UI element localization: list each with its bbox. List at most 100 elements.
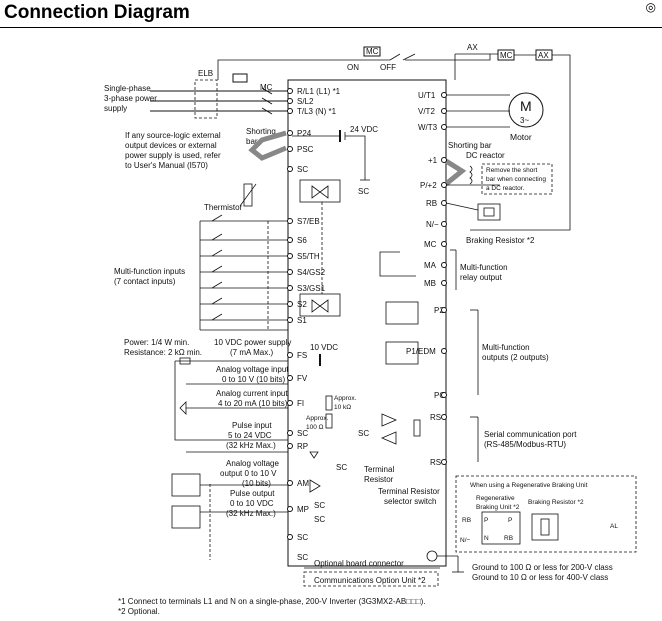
terminal-p2-out-dot [441,307,447,313]
term-plus1: +1 [428,156,438,165]
mc-contact-s [261,97,273,105]
sc-label-24: SC [358,187,369,196]
footnote-1: *1 Connect to terminals L1 and N on a si… [118,597,426,606]
ground-symbol [426,550,438,562]
term-p2plus: P/+2 [420,181,437,190]
term-s5: S5/TH [297,252,320,261]
single-phase-line2: 3-phase power [104,94,157,103]
terminal-sc2-dot [287,430,293,436]
approx-100-2: 100 Ω [306,424,324,431]
mfi-terminal-dots [287,218,293,323]
terminal-mc-dot [441,241,447,247]
term-sc-2: SC [297,429,308,438]
approx-10k-resistor [325,395,333,411]
remove-note-1: Remove the short [486,167,537,174]
terminal-rp-dot [287,443,293,449]
vdc24-line [345,135,366,180]
analog-i-in-1: Analog current input [216,389,288,398]
term-fi: FI [297,399,304,408]
pulse-in-3: (32 kHz Max.) [226,441,276,450]
mfo-transistor-1 [385,301,419,325]
regen-resistor [540,518,550,536]
regen-br-box [531,513,559,541]
remove-note-2: bar when connecting [486,176,546,183]
optional-board-label: Optional board connector [314,559,404,568]
terminal-sc3-dot [287,534,293,540]
opto-block-1 [299,179,341,203]
vdc10-supply-2: (7 mA Max.) [230,348,273,357]
footnote-2: *2 Optional. [118,607,160,616]
opto-diode-2a [311,299,321,313]
ax-return-line [470,54,571,231]
regen-unit-box [481,511,521,545]
terminal-v-dot [441,108,447,114]
motor-m: M [520,98,532,114]
ax-box-label: AX [538,51,549,60]
thermistor-arrow [239,183,257,207]
term-s7: S7/EB [297,217,320,226]
term-p24: P24 [297,129,312,138]
mp-meter [171,505,201,529]
shorting-bar-left-1: Shorting [246,127,276,136]
off-label: OFF [380,63,396,72]
am-amp [309,479,321,493]
opto-diode-1b [319,185,329,199]
term-sel-label-2: selector switch [384,497,436,506]
terminal-w-dot [441,124,447,130]
rp-diode [309,451,319,459]
term-mb: MB [424,279,436,288]
relay-contact [379,251,416,277]
term-sc-4: SC [297,553,308,562]
single-phase-line3: supply [104,104,127,113]
shorting-bar-left [248,130,287,161]
thermistor-body [243,183,253,207]
ground-note-2: Ground to 10 Ω or less for 400-V class [472,573,608,582]
vdc10-supply-1: 10 VDC power supply [214,338,291,347]
motor-3: 3~ [520,116,529,125]
term-ma: MA [424,261,437,270]
motor-label: Motor [510,132,532,142]
sc-label-mp1: SC [314,501,325,510]
ax-top-label: AX [467,43,478,52]
serial-label-2: (RS-485/Modbus-RTU) [484,440,566,449]
approx-10k-2: 10 kΩ [334,404,351,411]
term-s1: S1 [297,316,307,325]
analog-v-out-1: Analog voltage [226,459,279,468]
regen-n-label: N/− [460,537,471,544]
analog-i-in-2: 4 to 20 mA (10 bits) [218,399,288,408]
terminal-mp-dot [287,506,293,512]
sc-label-mp2: SC [314,515,325,524]
terminal-pc-dot [441,392,447,398]
analog-v-in-1: Analog voltage input [216,365,289,374]
regen-unit-1: Regenerative [476,495,515,502]
regen-rb2-label: RB [504,535,513,542]
corner-symbol: ◎ [645,0,656,14]
mc-box-label: MC [500,51,513,60]
term-s4: S4/GS2 [297,268,326,277]
motor-circle [508,92,544,128]
term-p1edm: P1/EDM [406,347,436,356]
term-s: S/L2 [297,97,314,106]
mc-control-line [217,59,372,80]
term-rp: RP [297,442,308,451]
analog-v-out-3: (10 bits) [242,479,271,488]
on-label: ON [347,63,359,72]
term-sc-1: SC [297,165,308,174]
terminal-mb-dot [441,280,447,286]
terminal-rsminus-dot [441,459,447,465]
mc-contact-t [261,107,273,115]
regen-p2-label: P [508,517,512,524]
term-psc: PSC [297,145,314,154]
dc-reactor-coil [469,165,473,185]
opto-diode-2b [319,299,329,313]
terminal-rb-dot [441,200,447,206]
pulse-in-2: 5 to 24 VDC [228,431,272,440]
fi-source-symbol [179,401,187,415]
regen-al-label: AL [610,523,618,530]
regen-n2-label: N [484,535,489,542]
shorting-bar-right: Shorting bar [448,141,492,150]
mc-input-label: MC [260,83,273,92]
terminal-plus1-dot [441,157,447,163]
source-logic-line2: output devices or external [125,141,217,150]
terminal-resistor-symbol [413,419,421,437]
